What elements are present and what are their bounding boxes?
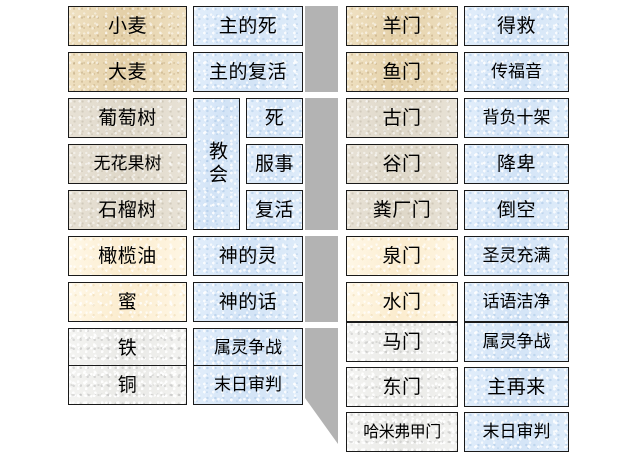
right-meaning-label-6: 话语洁净 (482, 291, 551, 312)
produce-cell-6[interactable]: 蜜 (68, 282, 187, 322)
right-meaning-label-2: 背负十架 (482, 107, 551, 128)
left-meaning-label-4: 属灵争战 (214, 337, 282, 358)
right-meaning-cell-8[interactable]: 主再来 (464, 367, 569, 407)
gate-label-0: 羊门 (382, 14, 422, 37)
left-meaning-label-3: 神的话 (218, 290, 278, 313)
produce-cell-5[interactable]: 橄榄油 (68, 236, 187, 276)
church-sub-label-0: 死 (264, 106, 285, 129)
left-meaning-label-1: 主的复活 (208, 60, 287, 83)
gate-cell-9[interactable]: 哈米弗甲门 (346, 412, 458, 452)
divider-segment-3 (305, 236, 338, 322)
gate-cell-3[interactable]: 谷门 (346, 144, 458, 184)
gate-cell-0[interactable]: 羊门 (346, 6, 458, 46)
gate-label-9: 哈米弗甲门 (363, 422, 441, 441)
gate-label-7: 马门 (382, 330, 422, 353)
produce-label-6: 蜜 (117, 290, 138, 313)
divider-segment-4-body (305, 328, 338, 358)
church-sub-label-2: 复活 (254, 198, 294, 221)
gate-label-8: 东门 (382, 375, 422, 398)
right-meaning-label-4: 倒空 (496, 198, 536, 221)
produce-cell-7[interactable]: 铁 (68, 328, 187, 368)
produce-label-7: 铁 (117, 336, 138, 359)
divider-arrow-tip-icon (305, 356, 338, 444)
right-meaning-cell-4[interactable]: 倒空 (464, 190, 569, 230)
right-meaning-label-5: 圣灵充满 (482, 245, 551, 266)
left-meaning-label-2: 神的灵 (218, 244, 278, 267)
left-meaning-cell-2[interactable]: 神的灵 (193, 236, 303, 276)
produce-label-3: 无花果树 (93, 153, 162, 174)
produce-cell-8[interactable]: 铜 (68, 365, 187, 405)
right-meaning-cell-0[interactable]: 得救 (464, 6, 569, 46)
produce-label-8: 铜 (117, 373, 138, 396)
right-meaning-label-1: 传福音 (491, 61, 542, 82)
left-meaning-cell-1[interactable]: 主的复活 (193, 52, 303, 92)
produce-cell-0[interactable]: 小麦 (68, 6, 187, 46)
left-meaning-label-0: 主的死 (218, 14, 278, 37)
right-meaning-cell-3[interactable]: 降卑 (464, 144, 569, 184)
gate-label-5: 泉门 (382, 244, 422, 267)
produce-label-2: 葡萄树 (98, 106, 157, 129)
produce-cell-1[interactable]: 大麦 (68, 52, 187, 92)
right-meaning-cell-1[interactable]: 传福音 (464, 52, 569, 92)
right-meaning-label-9: 末日审判 (482, 421, 551, 442)
gate-cell-7[interactable]: 马门 (346, 322, 458, 362)
left-meaning-label-5: 末日审判 (214, 374, 282, 395)
church-merged-cell[interactable]: 教会 (193, 98, 240, 230)
gate-cell-2[interactable]: 古门 (346, 98, 458, 138)
produce-cell-4[interactable]: 石榴树 (68, 190, 187, 230)
produce-label-0: 小麦 (107, 14, 147, 37)
right-meaning-cell-9[interactable]: 末日审判 (464, 412, 569, 452)
produce-cell-3[interactable]: 无花果树 (68, 144, 187, 184)
right-meaning-label-7: 属灵争战 (482, 331, 551, 352)
gate-label-3: 谷门 (382, 152, 422, 175)
right-meaning-label-8: 主再来 (487, 375, 546, 398)
gate-cell-1[interactable]: 鱼门 (346, 52, 458, 92)
right-meaning-cell-7[interactable]: 属灵争战 (464, 322, 569, 362)
right-meaning-label-0: 得救 (496, 14, 536, 37)
gate-cell-8[interactable]: 东门 (346, 367, 458, 407)
gate-cell-5[interactable]: 泉门 (346, 236, 458, 276)
divider-segment-2 (305, 98, 338, 230)
church-sub-cell-2[interactable]: 复活 (246, 190, 303, 230)
produce-label-1: 大麦 (107, 60, 147, 83)
left-meaning-cell-3[interactable]: 神的话 (193, 282, 303, 322)
divider-segment-1 (305, 6, 338, 92)
left-meaning-cell-4[interactable]: 属灵争战 (193, 328, 303, 368)
church-sub-cell-0[interactable]: 死 (246, 98, 303, 138)
right-meaning-cell-2[interactable]: 背负十架 (464, 98, 569, 138)
produce-label-5: 橄榄油 (98, 244, 157, 267)
gate-label-6: 水门 (382, 290, 422, 313)
gate-cell-6[interactable]: 水门 (346, 282, 458, 322)
church-sub-label-1: 服事 (254, 152, 294, 175)
left-meaning-cell-0[interactable]: 主的死 (193, 6, 303, 46)
right-meaning-label-3: 降卑 (496, 152, 536, 175)
church-merged-label: 教会 (206, 141, 228, 187)
gate-label-1: 鱼门 (382, 60, 422, 83)
right-meaning-cell-5[interactable]: 圣灵充满 (464, 236, 569, 276)
produce-cell-2[interactable]: 葡萄树 (68, 98, 187, 138)
gate-label-4: 粪厂门 (372, 198, 432, 221)
gate-label-2: 古门 (382, 106, 422, 129)
produce-label-4: 石榴树 (98, 198, 157, 221)
left-meaning-cell-5[interactable]: 末日审判 (193, 365, 303, 405)
church-sub-cell-1[interactable]: 服事 (246, 144, 303, 184)
gate-cell-4[interactable]: 粪厂门 (346, 190, 458, 230)
right-meaning-cell-6[interactable]: 话语洁净 (464, 282, 569, 322)
